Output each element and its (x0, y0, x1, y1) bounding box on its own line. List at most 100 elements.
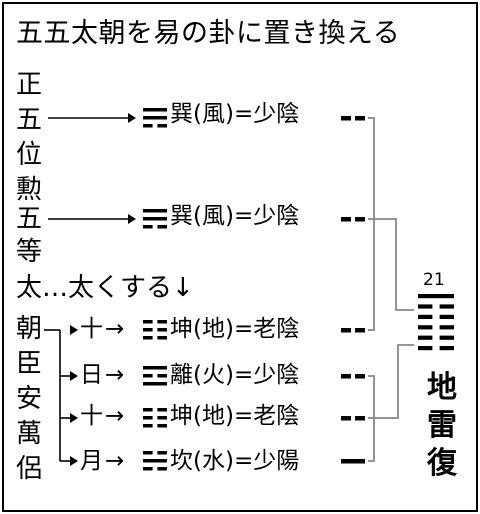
trigram-line (157, 416, 167, 420)
diagram-title: 五五太朝を易の卦に置き換える (16, 18, 401, 49)
hexagram-name-char: 雷 (427, 408, 457, 443)
trigram-line (143, 108, 167, 112)
trigram-line (157, 336, 167, 340)
arrow-head (70, 413, 78, 423)
row-input-char: 日 (80, 362, 103, 388)
trigram-line (143, 366, 167, 370)
vertical-char: 位 (16, 140, 43, 170)
trigram-line (157, 451, 167, 455)
bracket-lower (374, 344, 414, 419)
hexagram-line (418, 335, 433, 340)
trigram-line (143, 124, 153, 128)
hexagram-line (439, 304, 454, 309)
vertical-char: 勲 (16, 175, 43, 205)
trigram-line (143, 451, 153, 455)
yin-mark (341, 416, 351, 421)
yin-mark (341, 116, 351, 121)
trigram-line (143, 328, 153, 332)
vertical-char: 五 (16, 105, 43, 135)
bracket-upper (368, 117, 375, 219)
trigram-line (157, 328, 167, 332)
vertical-char: 侶 (16, 454, 43, 484)
row-label: 離(火)=少陰 (170, 362, 300, 388)
hexagram-line (418, 304, 433, 309)
trigram-line (157, 225, 167, 229)
hexagram-line (439, 314, 454, 319)
trigram-icons (143, 108, 167, 471)
yin-mark (355, 116, 365, 121)
trigram-line (143, 374, 153, 378)
trigram-line (143, 382, 167, 386)
yin-mark (355, 416, 365, 421)
arrow-heads (70, 113, 136, 466)
vertical-char: 臣 (16, 349, 43, 379)
bracket-lines (368, 117, 414, 462)
hexagram-line (439, 335, 454, 340)
trigram-line (143, 320, 153, 324)
trigram-line (157, 467, 167, 471)
row-label: 坤(地)=老陰 (170, 403, 300, 429)
yin-mark (355, 328, 365, 333)
row-arrow: → (105, 316, 125, 342)
vertical-char: 五 (16, 204, 43, 234)
connector-lines (44, 117, 134, 462)
trigram-line (157, 374, 167, 378)
trigram-line (143, 116, 167, 120)
hexagram-icon (418, 294, 454, 351)
trigram-line (143, 416, 153, 420)
trigram-line (143, 424, 153, 428)
yang-mark (341, 459, 365, 464)
trigram-line (143, 209, 167, 213)
trigram-line (157, 424, 167, 428)
vertical-char: 安 (16, 384, 43, 414)
trigram-line (157, 124, 167, 128)
row-label: 巽(風)=少陰 (170, 101, 300, 127)
hexagram-line (418, 325, 433, 330)
yin-mark (355, 374, 365, 379)
vertical-char: 正 (16, 70, 43, 100)
vertical-char: 朝 (16, 314, 43, 344)
hexagram-name-char: 復 (427, 446, 457, 481)
row-label: 坎(水)=少陽 (170, 448, 300, 474)
yin-mark (341, 374, 351, 379)
row-input-char: 十 (80, 403, 103, 429)
row-arrow: → (105, 448, 125, 474)
trigram-line (143, 217, 167, 221)
hexagram-line (439, 346, 454, 351)
hexagram-line (418, 314, 433, 319)
row-label: 坤(地)=老陰 (170, 316, 300, 342)
hexagram-line (418, 346, 433, 351)
arrow-head (70, 325, 78, 335)
trigram-line (143, 459, 167, 463)
trigram-line (157, 408, 167, 412)
row-arrow: → (105, 403, 125, 429)
line-marks (341, 116, 365, 464)
tai-line: 太…太くする↓ (16, 273, 194, 303)
hexagram-name-char: 地 (427, 370, 457, 405)
arrow-head (70, 456, 78, 466)
hexagram-line (418, 294, 454, 299)
trigram-line (143, 467, 153, 471)
trigram-line (157, 320, 167, 324)
yin-mark (341, 328, 351, 333)
vertical-char: 萬 (16, 419, 43, 449)
trigram-line (143, 408, 153, 412)
row-arrow: → (105, 362, 125, 388)
arrow-head (128, 214, 136, 224)
arrow-head (70, 371, 78, 381)
trigram-line (143, 336, 153, 340)
trigram-line (143, 225, 153, 229)
vertical-char: 等 (16, 237, 43, 267)
bracket-upper (374, 218, 414, 311)
yin-mark (355, 217, 365, 222)
arrow-head (128, 113, 136, 123)
bracket-upper (368, 219, 375, 331)
hexagram-line (439, 325, 454, 330)
row-input-char: 月 (80, 448, 103, 474)
yin-mark (341, 217, 351, 222)
hexagram-number: 21 (423, 270, 445, 290)
row-label: 巽(風)=少陰 (170, 203, 300, 229)
row-input-char: 十 (80, 316, 103, 342)
